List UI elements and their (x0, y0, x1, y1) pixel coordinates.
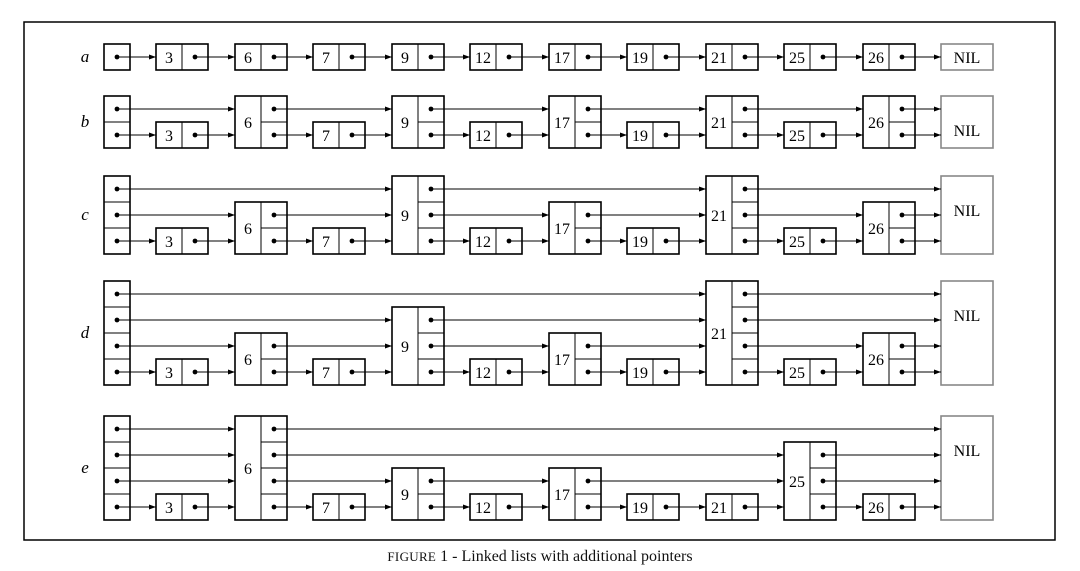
nil-node: NIL (940, 280, 994, 386)
list-e: e 3 6 7 9 12 17 19 21 25 26 NIL (81, 415, 994, 521)
node-key: 25 (789, 234, 805, 251)
list-node: 17 (548, 332, 602, 386)
list-node: 26 (862, 201, 916, 255)
node-key: 9 (401, 487, 409, 504)
list-node: 21 (705, 95, 759, 149)
list-node: 6 (234, 201, 288, 255)
list-a: a 3 6 7 9 12 17 19 21 25 26 NIL (81, 43, 994, 71)
list-head (103, 415, 131, 521)
node-key: 3 (165, 234, 173, 251)
node-key: 26 (868, 115, 884, 132)
node-key: 19 (632, 500, 648, 517)
node-key: 17 (554, 115, 570, 132)
list-node: 6 (234, 332, 288, 386)
list-node: 9 (391, 467, 445, 521)
node-key: 26 (868, 50, 884, 67)
node-key: 25 (789, 365, 805, 382)
list-node: 26 (862, 332, 916, 386)
node-key: 17 (554, 221, 570, 238)
list-d: d 3 6 7 9 12 17 19 21 25 26 NIL (81, 280, 994, 386)
node-key: 6 (244, 50, 252, 67)
list-b: b 3 6 7 9 12 17 19 21 25 26 NIL (81, 95, 994, 149)
list-head (103, 280, 131, 386)
node-key: 3 (165, 50, 173, 67)
node-key: 7 (322, 500, 330, 517)
list-node: 26 (862, 95, 916, 149)
node-key: 25 (789, 50, 805, 67)
node-key: 19 (632, 365, 648, 382)
node-key: 9 (401, 50, 409, 67)
node-key: 21 (711, 208, 727, 225)
list-label: d (81, 323, 90, 342)
list-head (103, 95, 131, 149)
node-key: 3 (165, 128, 173, 145)
nil-node: NIL (940, 175, 994, 255)
list-c: c 3 6 7 9 12 17 19 21 25 26 NIL (81, 175, 994, 255)
nil-label: NIL (954, 123, 981, 140)
node-key: 9 (401, 115, 409, 132)
node-key: 9 (401, 208, 409, 225)
list-node: 6 (234, 95, 288, 149)
figure-caption: FIGURE 1 - Linked lists with additional … (0, 548, 1080, 566)
caption-text: 1 - Linked lists with additional pointer… (436, 548, 693, 565)
list-node: 17 (548, 201, 602, 255)
node-key: 19 (632, 50, 648, 67)
figure-frame (23, 21, 1056, 541)
node-key: 21 (711, 500, 727, 517)
list-node: 6 (234, 415, 288, 521)
node-key: 26 (868, 500, 884, 517)
node-key: 26 (868, 221, 884, 238)
node-key: 6 (244, 221, 252, 238)
node-key: 19 (632, 234, 648, 251)
node-key: 17 (554, 487, 570, 504)
node-key: 6 (244, 352, 252, 369)
nil-label: NIL (954, 50, 981, 67)
caption-figure-word: FIGURE (387, 549, 437, 564)
list-node: 21 (705, 280, 759, 386)
node-key: 12 (475, 128, 491, 145)
list-node: 17 (548, 95, 602, 149)
node-key: 12 (475, 50, 491, 67)
node-key: 25 (789, 474, 805, 491)
node-key: 21 (711, 326, 727, 343)
node-key: 12 (475, 500, 491, 517)
node-key: 19 (632, 128, 648, 145)
node-key: 6 (244, 115, 252, 132)
node-key: 7 (322, 234, 330, 251)
nil-node: NIL (940, 415, 994, 521)
list-label: c (81, 205, 89, 224)
node-key: 12 (475, 365, 491, 382)
node-key: 25 (789, 128, 805, 145)
node-key: 12 (475, 234, 491, 251)
node-key: 3 (165, 365, 173, 382)
list-node: 9 (391, 95, 445, 149)
node-key: 21 (711, 50, 727, 67)
nil-node: NIL (940, 95, 994, 149)
node-key: 3 (165, 500, 173, 517)
node-key: 9 (401, 339, 409, 356)
node-key: 7 (322, 365, 330, 382)
list-label: b (81, 112, 90, 131)
list-node: 21 (705, 493, 759, 521)
node-key: 26 (868, 352, 884, 369)
node-key: 17 (554, 50, 570, 67)
node-key: 7 (322, 50, 330, 67)
node-key: 17 (554, 352, 570, 369)
node-key: 21 (711, 115, 727, 132)
node-key: 7 (322, 128, 330, 145)
list-label: e (81, 458, 89, 477)
list-node: 17 (548, 467, 602, 521)
list-node: 9 (391, 43, 445, 71)
list-node: 3 (155, 358, 209, 386)
node-key: 6 (244, 461, 252, 478)
list-node: 12 (469, 121, 523, 149)
nil-label: NIL (954, 308, 981, 325)
nil-node: NIL (940, 43, 994, 71)
nil-label: NIL (954, 203, 981, 220)
nil-label: NIL (954, 443, 981, 460)
list-label: a (81, 47, 90, 66)
